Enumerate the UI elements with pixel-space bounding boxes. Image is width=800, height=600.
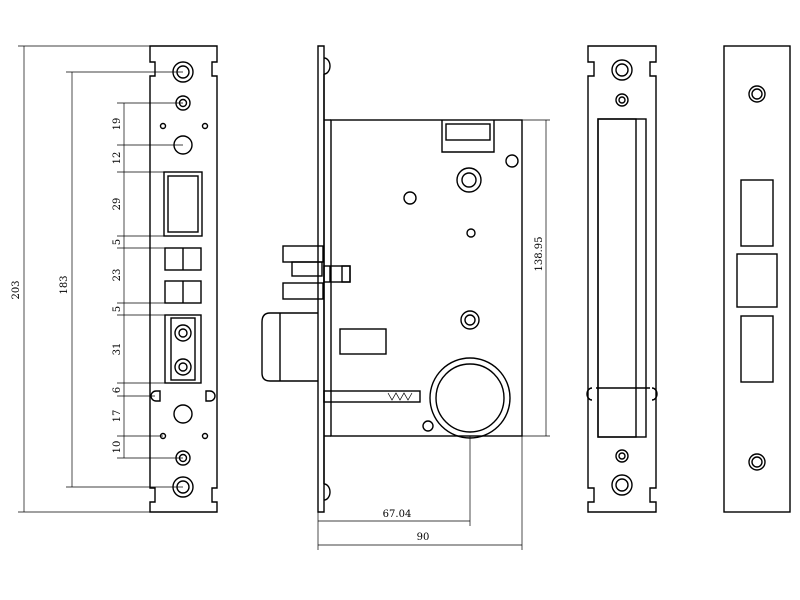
pin-hole [159, 122, 167, 130]
dim-5b: 5 [112, 306, 123, 312]
dim-10: 10 [112, 441, 123, 454]
faceplate-side [317, 45, 325, 513]
dim-6: 6 [112, 387, 123, 393]
faceplate-outline [149, 45, 218, 513]
dim-case-depth: 90 [417, 532, 430, 543]
lock-case [330, 119, 523, 437]
deadbolt [261, 312, 318, 382]
follower-hub [456, 167, 482, 193]
strike-plate-outline [723, 45, 791, 513]
cylinder-hole [173, 404, 193, 424]
dim-29: 29 [112, 198, 123, 211]
dim-31: 31 [112, 343, 123, 356]
latch-opening [163, 171, 203, 237]
case-edge [597, 118, 647, 438]
dim-17: 17 [112, 410, 123, 423]
dim-case-height: 138.95 [534, 237, 545, 272]
dim-12: 12 [112, 152, 123, 165]
rear-plate-outline [587, 45, 657, 513]
strike-aux-opening [736, 253, 778, 308]
cylinder-cam [429, 357, 511, 439]
dim-19: 19 [112, 118, 123, 131]
lock-body-side-view: 138.95 67.04 90 [261, 45, 550, 550]
strike-bolt-opening [740, 315, 774, 383]
dim-hole-spacing: 183 [59, 275, 70, 294]
latch-opening-inner [167, 175, 199, 233]
faceplate-front-view: 203 183 19 12 29 5 23 5 31 6 17 10 [11, 45, 218, 513]
dim-5a: 5 [112, 239, 123, 245]
dim-overall-height: 203 [11, 280, 22, 299]
pin-hole [201, 122, 209, 130]
strike-latch-opening [740, 179, 774, 247]
faceplate-rear-view [586, 45, 658, 513]
dim-backset: 67.04 [383, 509, 412, 520]
dim-23: 23 [112, 269, 123, 282]
strike-plate-view [723, 45, 791, 513]
deadbolt-opening [164, 314, 202, 384]
latch-bolt [282, 245, 324, 263]
